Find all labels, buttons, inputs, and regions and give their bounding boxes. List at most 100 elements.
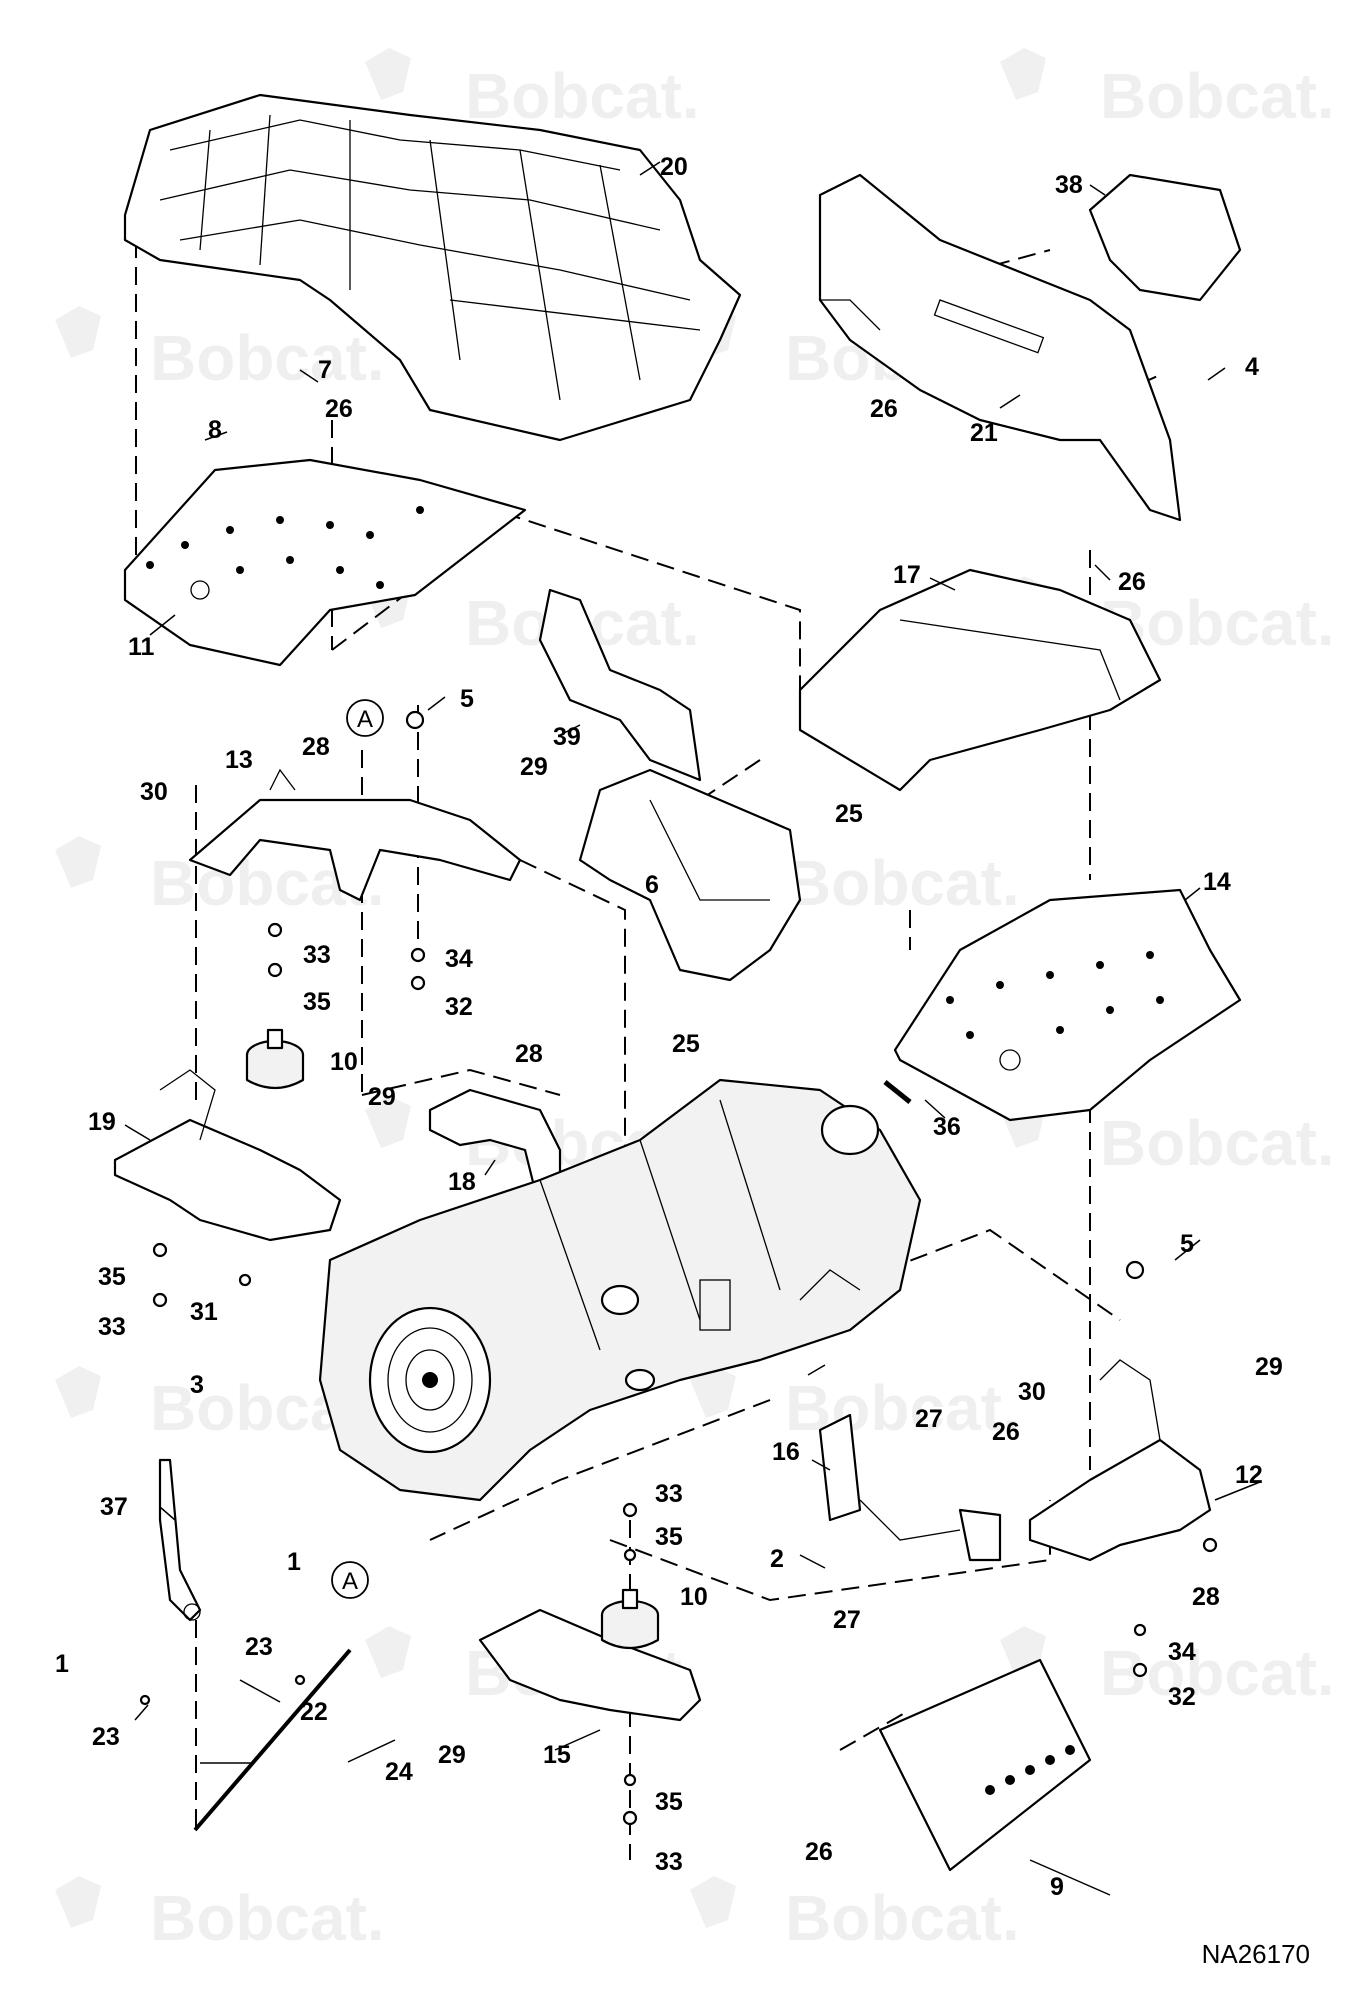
mount-10-upper [245,1028,305,1090]
callout-28-c: 28 [1192,1583,1220,1611]
bobcat-watermark-2: Bobcat. [1000,48,1335,132]
svg-text:Bobcat.: Bobcat. [785,847,1020,919]
svg-text:Bobcat.: Bobcat. [1100,60,1335,132]
callout-29-d: 29 [438,1741,466,1769]
bracket-19 [113,1069,342,1242]
bracket-39 [538,588,702,782]
callout-29-c: 29 [1255,1353,1283,1381]
callout-13: 13 [225,746,253,774]
callout-30-a: 30 [140,778,168,806]
callout-33-d: 33 [655,1848,683,1876]
callout-39: 39 [553,723,581,751]
callout-35-c: 35 [655,1523,683,1551]
right-floor-plate [893,888,1242,1122]
callout-8: 8 [208,416,222,444]
bracket-38 [1088,173,1242,302]
callout-36: 36 [933,1113,961,1141]
bobcat-watermark-1: Bobcat. [365,48,700,132]
callout-26-b: 26 [325,395,353,423]
bracket-15 [478,1608,702,1722]
callout-5-b: 5 [1180,1230,1194,1258]
callout-18: 18 [448,1168,476,1196]
bobcat-watermark-16: Bobcat. [690,1876,1020,1954]
callout-16: 16 [772,1438,800,1466]
callout-25-b: 25 [672,1030,700,1058]
svg-text:A: A [357,706,373,733]
callout-14: 14 [1203,868,1231,896]
callout-32-b: 32 [1168,1683,1196,1711]
callout-6: 6 [645,871,659,899]
callout-22: 22 [300,1698,328,1726]
callout-34-b: 34 [1168,1638,1196,1666]
callout-9: 9 [1050,1873,1064,1901]
callout-10-a: 10 [330,1048,358,1076]
cover-17 [798,568,1162,792]
callout-19: 19 [88,1108,116,1136]
callout-1-a: 1 [287,1548,301,1576]
svg-text:Bobcat.: Bobcat. [465,60,700,132]
svg-text:Bobcat.: Bobcat. [150,322,385,394]
callout-32-a: 32 [445,993,473,1021]
callout-29-b: 29 [368,1083,396,1111]
bobcat-watermark-12: Bobcat. [690,1366,1020,1444]
callout-35-d: 35 [655,1788,683,1816]
callout-17: 17 [893,561,921,589]
callout-33-c: 33 [655,1480,683,1508]
svg-text:Bobcat.: Bobcat. [1100,1107,1335,1179]
callout-26-a: 26 [870,395,898,423]
callout-29-a: 29 [520,753,548,781]
callout-34-a: 34 [445,945,473,973]
transmission [318,1078,922,1502]
left-floor-plate [123,458,527,667]
pedal-bracket-13 [188,768,522,902]
mount-10-lower [600,1588,660,1650]
callout-21: 21 [970,419,998,447]
rod-22 [193,1648,352,1832]
floor-mat [123,93,742,442]
callout-23-b: 23 [92,1723,120,1751]
callout-35-a: 35 [303,988,331,1016]
callout-30-b: 30 [1018,1378,1046,1406]
callout-27-a: 27 [915,1405,943,1433]
callout-38: 38 [1055,171,1083,199]
callout-26-e: 26 [805,1838,833,1866]
bracket-21 [818,173,1182,522]
lever-37 [158,1458,202,1622]
hardware [139,710,1218,1826]
bobcat-watermark-15: Bobcat. [55,1876,385,1954]
callout-11: 11 [128,633,155,661]
callout-10-b: 10 [680,1583,708,1611]
bobcat-watermark-3: Bobcat. [55,306,385,394]
callout-31: 31 [190,1298,218,1326]
callout-20: 20 [660,153,688,181]
pedal-16 [818,1413,1002,1562]
callout-33-b: 33 [98,1313,126,1341]
reference-marker-a-lower: A [331,1561,369,1599]
callout-28-b: 28 [515,1040,543,1068]
bracket-12 [1028,1359,1212,1562]
callout-28-a: 28 [302,733,330,761]
callout-3: 3 [190,1371,204,1399]
callout-2: 2 [770,1545,784,1573]
callout-37: 37 [100,1493,128,1521]
callout-4: 4 [1245,353,1259,381]
callout-1-b: 1 [55,1650,69,1678]
callout-35-b: 35 [98,1263,126,1291]
document-id: NA26170 [1201,1939,1310,1969]
leader-lines [124,161,1261,1896]
callout-26-c: 26 [1118,568,1146,596]
callout-26-d: 26 [992,1418,1020,1446]
callout-7: 7 [318,356,332,384]
bobcat-watermark-10: Bobcat. [1000,1096,1335,1179]
callout-23-a: 23 [245,1633,273,1661]
shield-6 [578,768,802,982]
callout-15: 15 [543,1741,571,1769]
callouts: 20 38 4 26 21 7 8 26 11 17 26 5 39 13 28… [55,153,1283,1901]
reference-marker-a-upper: A [346,699,384,737]
callout-25-a: 25 [835,800,863,828]
callout-5-a: 5 [460,685,474,713]
pin-36 [883,1080,912,1104]
callout-33-a: 33 [303,941,331,969]
svg-text:Bobcat.: Bobcat. [150,1882,385,1954]
